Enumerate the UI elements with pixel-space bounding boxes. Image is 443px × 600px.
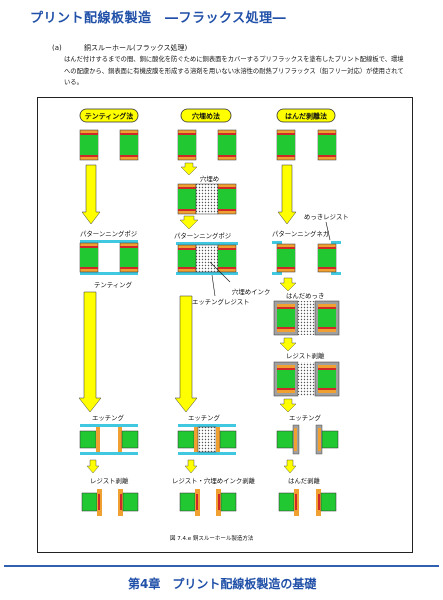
header-tenting-label: テンティング法: [85, 112, 134, 121]
holefill-board-2: [177, 183, 237, 215]
solder-step-strip-solder: はんだ剥離: [288, 476, 321, 485]
tenting-step-tenting: テンティング: [94, 280, 133, 289]
solder-board-6: [278, 489, 337, 516]
tenting-board-2: [79, 240, 139, 275]
intro-paragraph: はんだ付けするまでの間、銅に酸化を防ぐために銅表面をカバーするプリフラックスを塗…: [64, 56, 404, 86]
holefill-resist-leader: [211, 274, 216, 297]
tenting-board-3: [79, 424, 139, 455]
solder-label-plating-resist: めっきレジスト: [304, 213, 349, 221]
tenting-arrow-2: [78, 291, 102, 413]
solder-board-3: [273, 300, 340, 336]
header-solder-strip-label: はんだ剥離法: [285, 112, 327, 121]
holefill-arrow-4: [184, 459, 198, 474]
chapter-footer: 第4章 プリント配線板製造の基礎: [128, 577, 317, 591]
solder-step-etching: エッチング: [289, 413, 322, 422]
solder-resist-leader: [325, 221, 331, 241]
solder-step-patterning: パターンニングネガ: [272, 229, 330, 238]
solder-arrow-4: [279, 398, 297, 413]
holefill-board-4: [177, 424, 237, 455]
holefill-arrow-2: [179, 215, 199, 230]
header-tenting: テンティング法: [79, 108, 139, 123]
header-hole-fill: 穴埋め法: [180, 108, 232, 123]
holefill-board-5: [179, 489, 237, 516]
diagram-frame: [37, 97, 413, 553]
figure-caption: 図 7.4.e 銅スルーホール製造方法: [170, 536, 254, 542]
header-hole-fill-label: 穴埋め法: [192, 112, 220, 121]
holefill-arrow-1: [180, 162, 198, 176]
solder-step-plating: はんだめっき: [286, 292, 324, 300]
tenting-step-etching: エッチング: [92, 413, 125, 422]
holefill-arrow-3: [174, 295, 198, 413]
solder-board-2: [272, 241, 341, 275]
holefill-board-1: [177, 129, 237, 161]
tenting-step-patterning: パターンニングポジ: [80, 229, 138, 238]
solder-board-1: [276, 129, 337, 161]
tenting-arrow-1: [81, 164, 101, 225]
section-subtitle: 銅スルーホール(フラックス処理): [84, 44, 188, 52]
tenting-board-4: [81, 489, 139, 516]
solder-board-4: [273, 361, 340, 397]
solder-arrow-2: [279, 277, 297, 292]
solder-step-strip-resist: レジスト剥離: [286, 351, 325, 360]
solder-arrow-3: [279, 337, 297, 352]
holefill-board-3: [176, 242, 238, 275]
section-marker: (a): [52, 44, 62, 52]
holefill-label-ink: 穴埋めインク: [232, 287, 270, 296]
holefill-ink-leader: [209, 261, 231, 283]
page-title: プリント配線板製造 ―フラックス処理―: [30, 11, 287, 26]
tenting-arrow-3: [86, 459, 100, 474]
section-heading: (a) 銅スルーホール(フラックス処理): [52, 43, 187, 53]
holefill-step-fill: 穴埋め: [200, 174, 219, 183]
solder-board-5: [276, 424, 339, 455]
solder-arrow-1: [277, 164, 297, 225]
holefill-step-patterning: パターンニングポジ: [174, 231, 232, 240]
tenting-step-strip: レジスト剥離: [90, 476, 129, 485]
holefill-label-resist: エッチングレジスト: [192, 297, 250, 306]
header-solder-strip: はんだ剥離法: [276, 108, 336, 123]
holefill-step-etching: エッチング: [188, 413, 221, 422]
solder-arrow-5: [283, 459, 297, 474]
tenting-board-1: [79, 129, 139, 161]
holefill-step-strip: レジスト・穴埋めインク剥離: [172, 476, 256, 485]
footer-divider: [4, 565, 439, 567]
